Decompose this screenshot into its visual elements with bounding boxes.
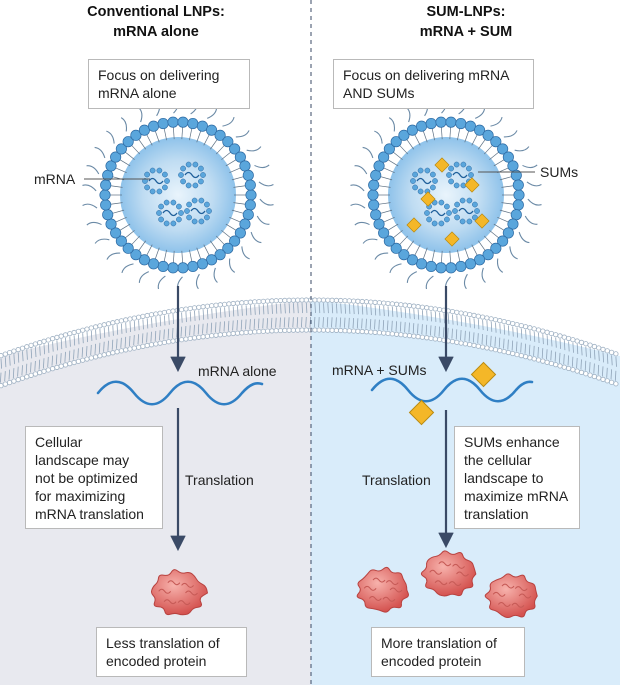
cell-membrane (0, 297, 619, 389)
sum-molecule (470, 361, 497, 388)
right-translation-label: Translation (362, 472, 431, 488)
left-translation-label: Translation (185, 472, 254, 488)
right-panel-title: SUM-LNPs: mRNA + SUM (419, 4, 513, 40)
sum-molecule (408, 399, 435, 426)
left-mrna-strand (96, 380, 264, 406)
mrna-sums-label: mRNA + SUMs (332, 362, 427, 378)
sums-label: SUMs (540, 164, 579, 180)
conventional-lnp (82, 98, 274, 292)
sum-lnp (350, 98, 542, 292)
left-panel-title: Conventional LNPs: mRNA alone (87, 4, 225, 40)
right-mrna-strand (370, 377, 534, 403)
mrna-label: mRNA (34, 171, 76, 187)
protein-group (151, 550, 538, 618)
mrna-alone-label: mRNA alone (198, 363, 277, 379)
